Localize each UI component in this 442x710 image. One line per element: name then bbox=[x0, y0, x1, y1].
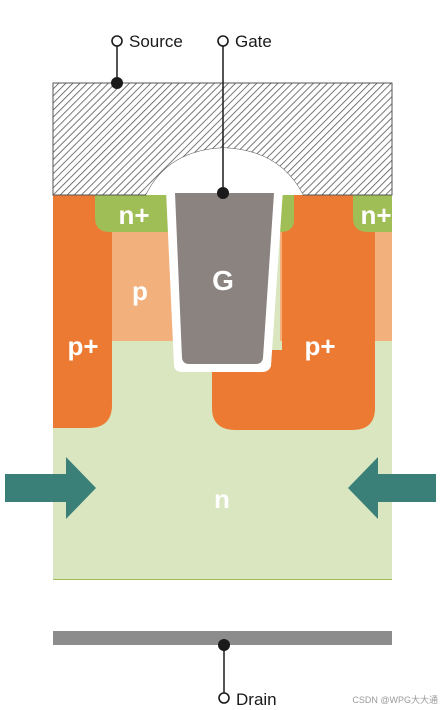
watermark: CSDN @WPG大大通 bbox=[352, 694, 438, 705]
gate-terminal-icon bbox=[217, 35, 229, 47]
p-plus-label-right: p+ bbox=[304, 331, 335, 361]
source-contact-dot bbox=[111, 77, 123, 89]
gate-electrode bbox=[175, 193, 274, 364]
n-plus-substrate bbox=[53, 579, 392, 580]
drain-metal bbox=[53, 631, 392, 645]
arrow-left-icon bbox=[348, 457, 436, 519]
n-plus-substrate-label: n+ bbox=[208, 593, 239, 623]
n-plus-label-right: n+ bbox=[360, 200, 391, 230]
source-terminal-icon bbox=[111, 35, 123, 47]
n-plus-region-right bbox=[353, 195, 392, 232]
source-label: Source bbox=[129, 32, 183, 51]
n-plus-region-left bbox=[95, 195, 182, 232]
drain-terminal-icon bbox=[218, 692, 230, 704]
n-drift-label: n bbox=[214, 484, 230, 514]
gate-contact-dot bbox=[217, 187, 229, 199]
n-plus-label-left: n+ bbox=[118, 200, 149, 230]
drain-contact-dot bbox=[218, 639, 230, 651]
drain-label: Drain bbox=[236, 690, 277, 709]
gate-label: Gate bbox=[235, 32, 272, 51]
gate-region-label: G bbox=[212, 265, 234, 296]
p-label-left: p bbox=[132, 276, 148, 306]
p-plus-region-left bbox=[53, 195, 112, 428]
p-plus-label-left: p+ bbox=[67, 331, 98, 361]
arrow-right-icon bbox=[5, 457, 96, 519]
gate-oxide-dome bbox=[146, 148, 303, 195]
